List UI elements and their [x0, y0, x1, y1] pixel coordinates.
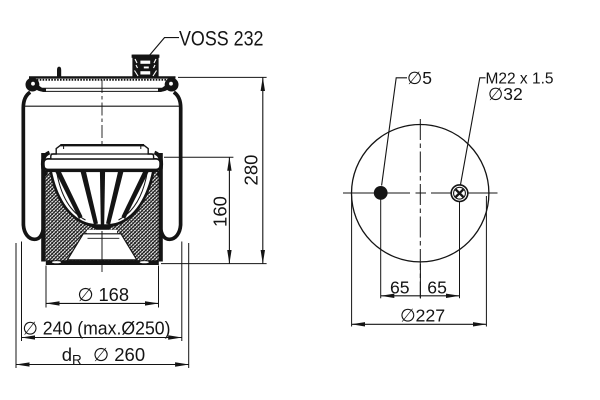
svg-text:∅32: ∅32 [488, 84, 523, 104]
svg-text:M22 x 1.5: M22 x 1.5 [486, 71, 554, 88]
svg-text:∅ 260: ∅ 260 [93, 344, 145, 365]
svg-text:∅227: ∅227 [400, 305, 445, 325]
svg-text:160: 160 [209, 196, 230, 227]
svg-text:VOSS 232: VOSS 232 [179, 27, 264, 51]
svg-text:65: 65 [427, 277, 447, 297]
svg-text:∅5: ∅5 [407, 68, 432, 88]
svg-text:R: R [72, 353, 82, 368]
svg-text:∅ 240 (max.Ø250): ∅ 240 (max.Ø250) [23, 319, 171, 339]
svg-text:d: d [62, 344, 72, 365]
svg-text:65: 65 [390, 277, 410, 297]
svg-text:∅ 168: ∅ 168 [78, 284, 130, 305]
svg-text:280: 280 [240, 155, 261, 186]
